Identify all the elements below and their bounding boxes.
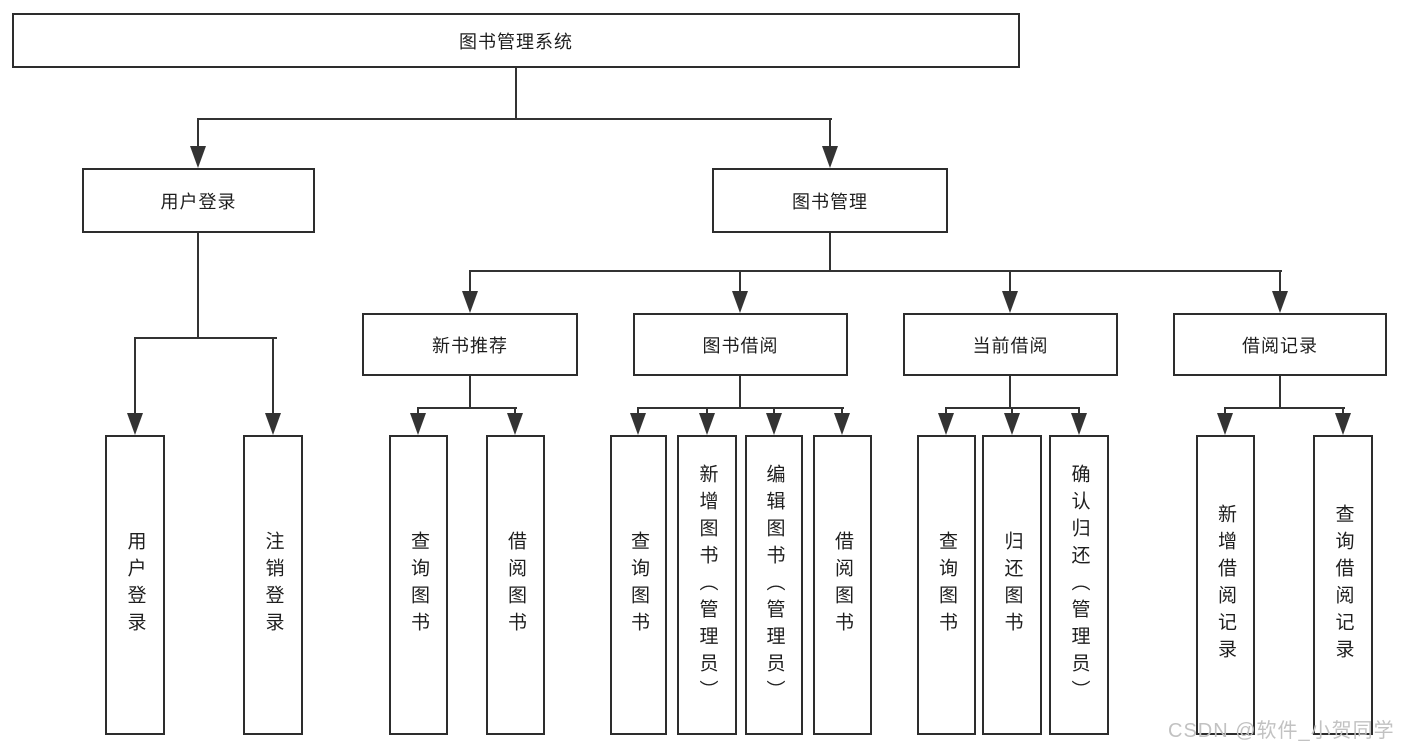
connector-bookmgmt-stem	[829, 233, 831, 272]
leaf-query-books-recommend: 查询图书	[389, 435, 448, 735]
node-label: 新书推荐	[432, 335, 508, 356]
node-current-borrow: 当前借阅	[903, 313, 1118, 376]
connector-drop	[773, 407, 775, 417]
leaf-borrow-books: 借阅图书	[813, 435, 872, 735]
node-label: 用户登录	[124, 531, 146, 639]
connector-drop	[637, 407, 639, 417]
arrowhead-leaf-login	[127, 413, 143, 435]
connector-root-stem	[515, 68, 517, 120]
connector-drop-leaf-login	[134, 337, 136, 417]
connector-drop-user-login	[197, 118, 199, 148]
node-label: 查询图书	[936, 531, 957, 639]
arrowhead-leaf	[1217, 413, 1233, 435]
arrowhead-leaf	[507, 413, 523, 435]
connector-drop-borrowrecords	[1279, 270, 1281, 294]
node-label: 注销登录	[262, 531, 284, 639]
connector-drop	[514, 407, 516, 417]
connector-currentborrow-stem	[1009, 376, 1011, 409]
leaf-return-books: 归还图书	[982, 435, 1042, 735]
connector-drop-currentborrow	[1009, 270, 1011, 294]
connector-root-distributor	[197, 118, 832, 120]
connector-bookborrow-distributor	[637, 407, 844, 409]
node-label: 查询借阅记录	[1332, 504, 1354, 666]
watermark: CSDN @软件_小贺同学	[1168, 720, 1395, 742]
node-new-book-recommend: 新书推荐	[362, 313, 578, 376]
connector-drop-leaf-logout	[272, 337, 274, 417]
node-label: 图书管理	[792, 191, 868, 212]
arrowhead-user-login	[190, 146, 206, 168]
connector-drop-book-mgmt	[829, 118, 831, 148]
arrowhead-bookborrow	[732, 291, 748, 313]
node-label: 新增图书（管理员）	[696, 463, 718, 707]
node-label: 归还图书	[1001, 531, 1023, 639]
connector-drop	[1342, 407, 1344, 417]
connector-newbook-distributor	[417, 407, 517, 409]
node-book-management-system: 图书管理系统	[12, 13, 1020, 68]
connector-drop	[417, 407, 419, 417]
arrowhead-newbook	[462, 291, 478, 313]
leaf-user-login: 用户登录	[105, 435, 165, 735]
connector-newbook-stem	[469, 376, 471, 409]
node-book-borrow: 图书借阅	[633, 313, 848, 376]
arrowhead-leaf	[1071, 413, 1087, 435]
connector-drop	[706, 407, 708, 417]
connector-userlogin-stem	[197, 233, 199, 339]
arrowhead-currentborrow	[1002, 291, 1018, 313]
leaf-logout: 注销登录	[243, 435, 303, 735]
leaf-borrow-books-recommend: 借阅图书	[486, 435, 545, 735]
leaf-add-books-admin: 新增图书（管理员）	[677, 435, 737, 735]
leaf-query-books-current: 查询图书	[917, 435, 976, 735]
node-label: 查询图书	[408, 531, 429, 639]
leaf-edit-books-admin: 编辑图书（管理员）	[745, 435, 803, 735]
connector-bookborrow-stem	[739, 376, 741, 409]
arrowhead-leaf	[630, 413, 646, 435]
node-label: 图书管理系统	[459, 31, 573, 52]
arrowhead-borrowrecords	[1272, 291, 1288, 313]
node-label: 新增借阅记录	[1215, 504, 1236, 666]
arrowhead-leaf	[766, 413, 782, 435]
node-label: 编辑图书（管理员）	[763, 463, 785, 707]
connector-userlogin-distributor	[134, 337, 277, 339]
connector-drop	[841, 407, 843, 417]
connector-bookmgmt-distributor	[469, 270, 1282, 272]
connector-drop	[1224, 407, 1226, 417]
node-label: 确认归还（管理员）	[1068, 463, 1090, 707]
leaf-add-borrow-record: 新增借阅记录	[1196, 435, 1255, 735]
leaf-confirm-return-admin: 确认归还（管理员）	[1049, 435, 1109, 735]
arrowhead-leaf	[410, 413, 426, 435]
node-label: 借阅图书	[832, 531, 853, 639]
arrowhead-leaf	[1335, 413, 1351, 435]
connector-drop-newbook	[469, 270, 471, 294]
arrowhead-leaf	[834, 413, 850, 435]
node-label: 图书借阅	[702, 335, 779, 356]
arrowhead-leaf	[1004, 413, 1020, 435]
node-user-login: 用户登录	[82, 168, 315, 233]
node-label: 用户登录	[160, 191, 237, 212]
connector-borrowrecords-distributor	[1224, 407, 1345, 409]
node-label: 当前借阅	[972, 335, 1049, 356]
node-label: 借阅图书	[505, 531, 526, 639]
leaf-query-borrow-record: 查询借阅记录	[1313, 435, 1373, 735]
arrowhead-leaf	[938, 413, 954, 435]
connector-drop	[1078, 407, 1080, 417]
arrowhead-leaf	[699, 413, 715, 435]
node-book-mgmt: 图书管理	[712, 168, 948, 233]
leaf-query-books-borrow: 查询图书	[610, 435, 667, 735]
arrowhead-leaf-logout	[265, 413, 281, 435]
connector-borrowrecords-stem	[1279, 376, 1281, 409]
connector-drop	[945, 407, 947, 417]
connector-drop	[1011, 407, 1013, 417]
node-label: 借阅记录	[1242, 335, 1318, 356]
arrowhead-book-mgmt	[822, 146, 838, 168]
node-label: 查询图书	[628, 531, 649, 639]
node-borrow-records: 借阅记录	[1173, 313, 1387, 376]
connector-drop-bookborrow	[739, 270, 741, 294]
